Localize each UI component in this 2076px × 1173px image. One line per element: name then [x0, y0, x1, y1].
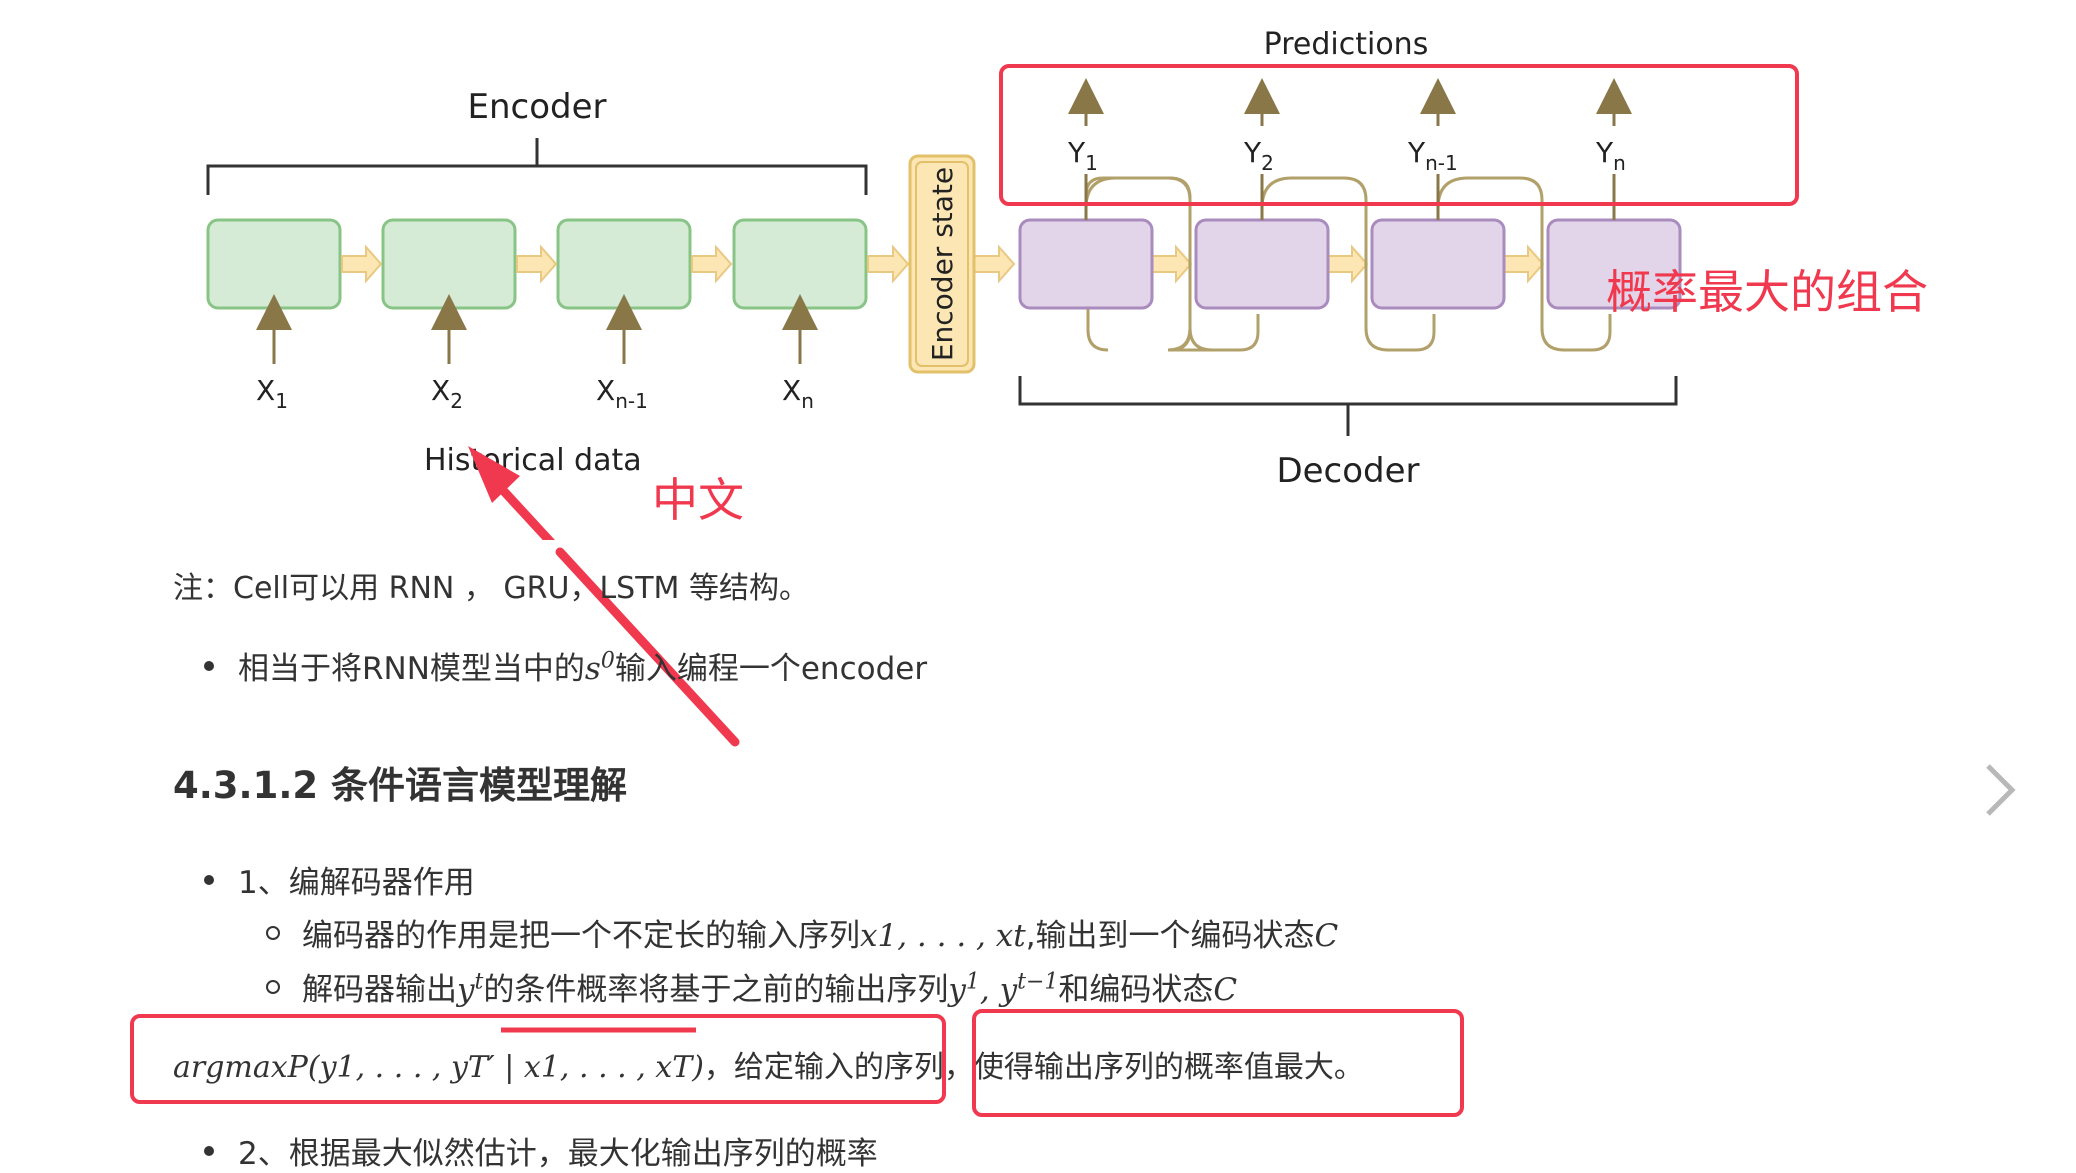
predictions-label: Predictions	[1264, 27, 1429, 62]
historical-data-label: Historical data	[424, 443, 642, 478]
bullet-dot	[204, 875, 214, 885]
input-label-4: Xn	[782, 374, 814, 413]
flow-arrows	[341, 244, 1545, 284]
encoder-bracket	[206, 138, 868, 195]
list-item-codec-role: 1、编解码器作用	[204, 857, 475, 902]
output-arrows	[1068, 78, 1632, 220]
flow-arrow	[973, 244, 1016, 284]
encoder-label: Encoder	[467, 87, 606, 127]
flow-arrow	[341, 244, 383, 284]
output-label-1: Y1	[1067, 136, 1098, 175]
output-label-3: Yn-1	[1407, 136, 1458, 175]
encoder-state-box	[908, 154, 976, 374]
seq2seq-diagram: Encoder Encoder state	[206, 27, 1928, 540]
section-heading: 4.3.1.2 条件语言模型理解	[173, 764, 628, 807]
bullet-circle	[266, 926, 280, 940]
chevron-right-icon[interactable]	[1980, 760, 2020, 820]
input-label-2: X2	[431, 374, 463, 413]
sublist-item-decoder-role: 解码器输出yt的条件概率将基于之前的输出序列y1, yt−1和编码状态C	[266, 964, 1237, 1009]
flow-arrow	[1151, 244, 1193, 284]
decoder-cell-3	[1370, 218, 1506, 310]
encoder-cell-4	[732, 218, 868, 310]
list-item-mle: 2、根据最大似然估计，最大化输出序列的概率	[204, 1128, 878, 1173]
predictions-highlight-box	[999, 64, 1799, 206]
argmax-formula: argmaxP(y1, . . . , yT′ | x1, . . . , xT…	[173, 1050, 1364, 1085]
input-labels: X1 X2 Xn-1 Xn	[256, 374, 814, 413]
encoder-state-label: Encoder state	[926, 167, 959, 361]
encoder-cell-2	[381, 218, 517, 310]
output-labels: Y1 Y2 Yn-1 Yn	[1067, 136, 1626, 175]
bullet-dot	[204, 661, 214, 671]
decoder-bracket	[1018, 376, 1678, 436]
input-label-1: X1	[256, 374, 288, 413]
input-label-3: Xn-1	[596, 374, 648, 413]
annotation-chinese: 中文	[652, 473, 744, 527]
decoder-feedback-loops-2	[1084, 176, 1612, 352]
flow-arrow	[516, 244, 558, 284]
note-text: 注：Cell可以用 RNN ， GRU，LSTM 等结构。	[173, 571, 809, 606]
encoder-cells	[206, 218, 868, 310]
flow-arrow	[691, 244, 733, 284]
flow-arrow	[1503, 244, 1545, 284]
encoder-cell-1	[206, 218, 342, 310]
flow-arrow	[1327, 244, 1369, 284]
bullet-circle	[266, 980, 280, 994]
output-label-2: Y2	[1243, 136, 1274, 175]
flow-arrow	[867, 244, 910, 284]
decoder-cell-1	[1018, 218, 1154, 310]
sublist-item-encoder-role: 编码器的作用是把一个不定长的输入序列x1, . . . , xt,输出到一个编码…	[266, 910, 1338, 955]
list-item-encoder-input: 相当于将RNN模型当中的s0输入编程一个encoder	[204, 643, 927, 688]
decoder-label: Decoder	[1276, 451, 1419, 491]
output-label-4: Yn	[1595, 136, 1626, 175]
encoder-cell-3	[556, 218, 692, 310]
input-arrows	[256, 294, 818, 364]
decoder-cell-2	[1194, 218, 1330, 310]
annotation-red-arrow	[468, 446, 555, 540]
annotation-max-prob: 概率最大的组合	[1606, 265, 1928, 319]
